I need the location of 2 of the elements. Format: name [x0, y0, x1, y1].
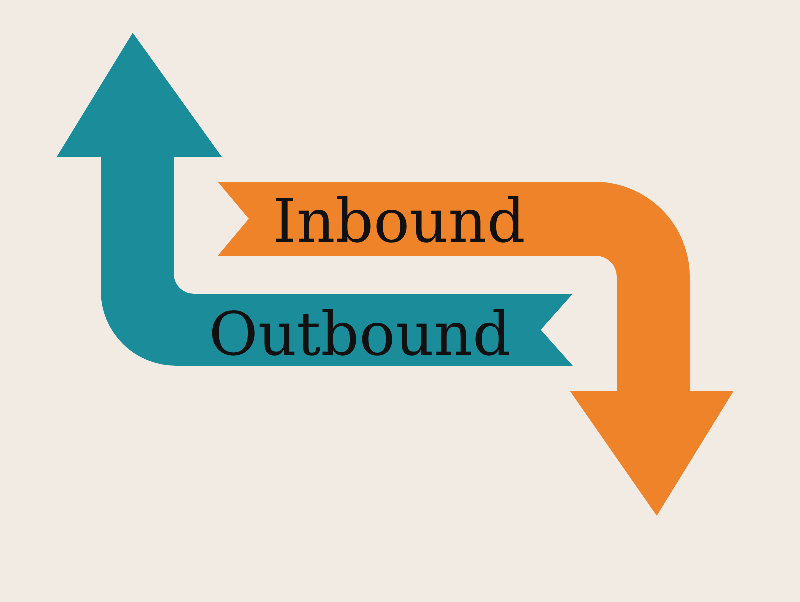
arrow-label: Inbound [273, 192, 526, 252]
arrow-label: Outbound [209, 305, 512, 365]
